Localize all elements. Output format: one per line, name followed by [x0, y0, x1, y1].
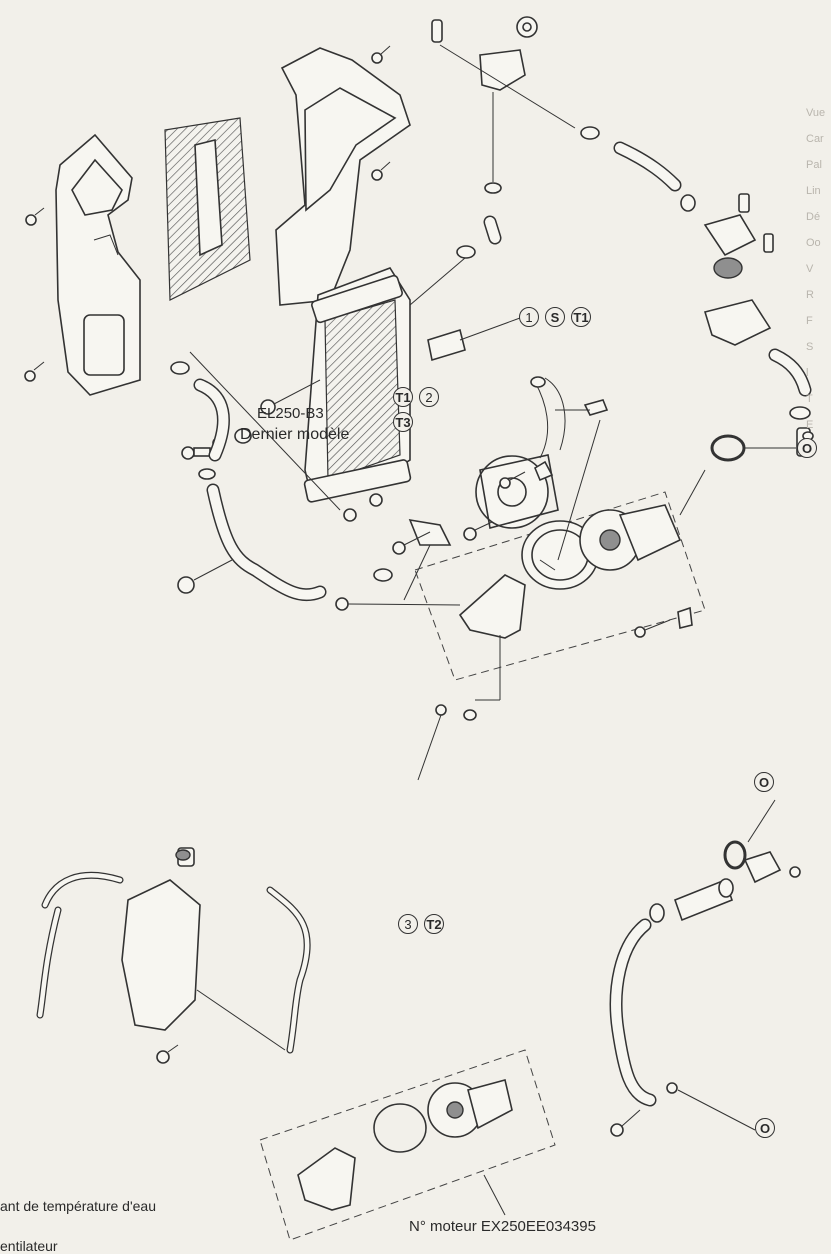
thermostat-housing — [703, 193, 814, 457]
margin-word: S — [806, 341, 814, 353]
callout-number: 2 — [419, 387, 439, 407]
radiator — [303, 245, 476, 522]
callout-torque-symbol: T3 — [393, 412, 413, 432]
right-radiator-shroud — [275, 47, 411, 306]
reservoir-tank — [36, 847, 311, 1064]
o-ring-symbol: O — [797, 438, 817, 458]
left-radiator-shroud — [55, 133, 141, 396]
water-temperature-sensor — [427, 317, 521, 362]
callout-sealant-symbol: S — [545, 307, 565, 327]
o-ring-callout: O — [754, 772, 774, 792]
lower-water-pipe — [609, 799, 801, 1137]
callout-bolt: 3 T2 — [398, 914, 444, 934]
model-code-label: EL250-B3 — [257, 405, 324, 422]
margin-word: Vue — [806, 107, 826, 119]
model-note-label: Dernier modèle — [240, 426, 350, 443]
o-ring-symbol: O — [754, 772, 774, 792]
o-ring-symbol: O — [755, 1118, 775, 1138]
margin-word: Car — [806, 133, 824, 145]
legend-item-fan: entilateur — [0, 1238, 58, 1254]
lower-radiator-hose — [170, 351, 461, 611]
callout-torque-symbol: T2 — [424, 914, 444, 934]
margin-word: V — [806, 263, 814, 275]
margin-word: l — [806, 367, 809, 379]
margin-word: T — [806, 393, 813, 405]
callout-torque-symbol: T1 — [393, 387, 413, 407]
o-ring-callout: O — [755, 1118, 775, 1138]
bleed-through-margin-text: Vue Car Pal Lin Dé Oo V R F S l T E — [806, 100, 831, 438]
radiator-grille — [164, 117, 251, 301]
cooling-fan — [475, 376, 609, 529]
margin-word: Pal — [806, 159, 822, 171]
margin-word: F — [806, 315, 813, 327]
legend-item-temperature: ant de température d'eau — [0, 1198, 157, 1214]
callout-sensor-bottom-t3: T3 — [393, 412, 413, 432]
callout-torque-symbol: T1 — [571, 307, 591, 327]
margin-word: Lin — [806, 185, 821, 197]
margin-word: Oo — [806, 237, 821, 249]
margin-word: E — [806, 419, 814, 431]
engine-number-label: N° moteur EX250EE034395 — [409, 1218, 596, 1235]
filler-neck-assembly — [431, 16, 576, 245]
callout-number: 3 — [398, 914, 418, 934]
water-pump-assembly — [392, 419, 706, 781]
o-ring-callout: O — [797, 438, 817, 458]
margin-word: R — [806, 289, 814, 301]
callout-number: 1 — [519, 307, 539, 327]
shroud-bolts — [24, 45, 391, 382]
o-ring-pump — [710, 434, 796, 462]
callout-sensor-top: 1 S T1 — [519, 307, 591, 327]
margin-word: Dé — [806, 211, 821, 223]
water-pump-inset — [259, 1049, 556, 1241]
fan-switch — [373, 518, 452, 601]
upper-radiator-hose — [580, 126, 696, 212]
callout-sensor-bottom: T1 2 — [393, 387, 439, 407]
